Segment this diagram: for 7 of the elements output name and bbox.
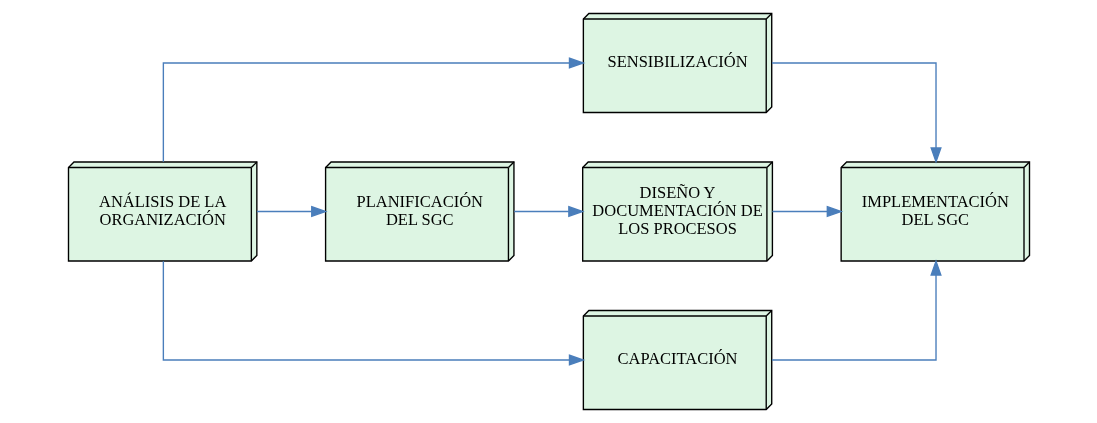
arrow (513, 205, 585, 218)
arrow (770, 259, 942, 361)
arrow (770, 62, 942, 164)
arrow (771, 205, 843, 218)
arrow (162, 57, 585, 163)
arrow (162, 260, 585, 366)
arrow (255, 205, 328, 218)
